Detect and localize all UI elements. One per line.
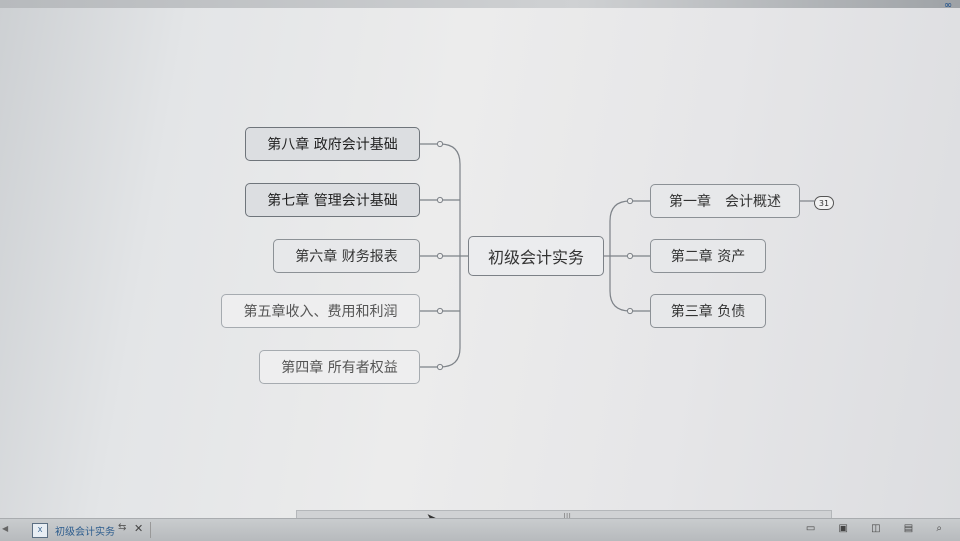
document-tab-bar: ◀ X 初级会计实务 ⇆ ✕ ▭ ▣ ◫ ▤ ⌕ bbox=[0, 518, 960, 541]
left-topic-1-label: 第八章 政府会计基础 bbox=[267, 137, 398, 153]
central-topic[interactable]: 初级会计实务 bbox=[468, 236, 604, 276]
tab-title[interactable]: 初级会计实务 bbox=[55, 527, 115, 538]
top-window-edge bbox=[0, 0, 960, 8]
right-topic-3[interactable]: 第三章 负债 bbox=[650, 294, 766, 328]
connector-lines bbox=[420, 140, 814, 371]
tab-pin-icon[interactable]: ⇆ bbox=[118, 522, 127, 533]
left-topic-5[interactable]: 第四章 所有者权益 bbox=[259, 350, 420, 384]
left-topic-1[interactable]: 第八章 政府会计基础 bbox=[245, 127, 420, 161]
right-topic-2[interactable]: 第二章 资产 bbox=[650, 239, 766, 273]
right-topic-2-label: 第二章 资产 bbox=[670, 249, 746, 265]
central-topic-label: 初级会计实务 bbox=[487, 248, 584, 267]
left-topic-4[interactable]: 第五章收入、费用和利润 bbox=[221, 294, 420, 328]
collapsed-count-badge[interactable]: 31 bbox=[814, 196, 834, 210]
scrollbar-grip-icon[interactable]: ||| bbox=[563, 512, 572, 521]
tab-divider bbox=[150, 522, 151, 538]
right-topic-1[interactable]: 第一章 会计概述 bbox=[650, 184, 800, 218]
mindmap-doc-icon: X bbox=[32, 523, 48, 538]
left-topic-4-label: 第五章收入、费用和利润 bbox=[243, 304, 398, 320]
left-topic-2[interactable]: 第七章 管理会计基础 bbox=[245, 183, 420, 217]
left-topic-3[interactable]: 第六章 财务报表 bbox=[273, 239, 420, 273]
left-topic-3-label: 第六章 财务报表 bbox=[295, 249, 398, 265]
tab-close-icon[interactable]: ✕ bbox=[134, 522, 144, 535]
right-topic-1-label: 第一章 会计概述 bbox=[669, 194, 781, 210]
app-corner-icon[interactable]: ∞ bbox=[943, 0, 953, 11]
status-icons[interactable]: ▭ ▣ ◫ ▤ ⌕ bbox=[805, 523, 952, 534]
left-topic-5-label: 第四章 所有者权益 bbox=[281, 360, 398, 376]
scroll-left-icon[interactable]: ◀ bbox=[2, 524, 9, 533]
left-topic-2-label: 第七章 管理会计基础 bbox=[267, 193, 398, 209]
mindmap-canvas[interactable]: 第八章 政府会计基础 第七章 管理会计基础 第六章 财务报表 第五章收入、费用和… bbox=[0, 8, 960, 527]
right-topic-3-label: 第三章 负债 bbox=[670, 304, 746, 320]
